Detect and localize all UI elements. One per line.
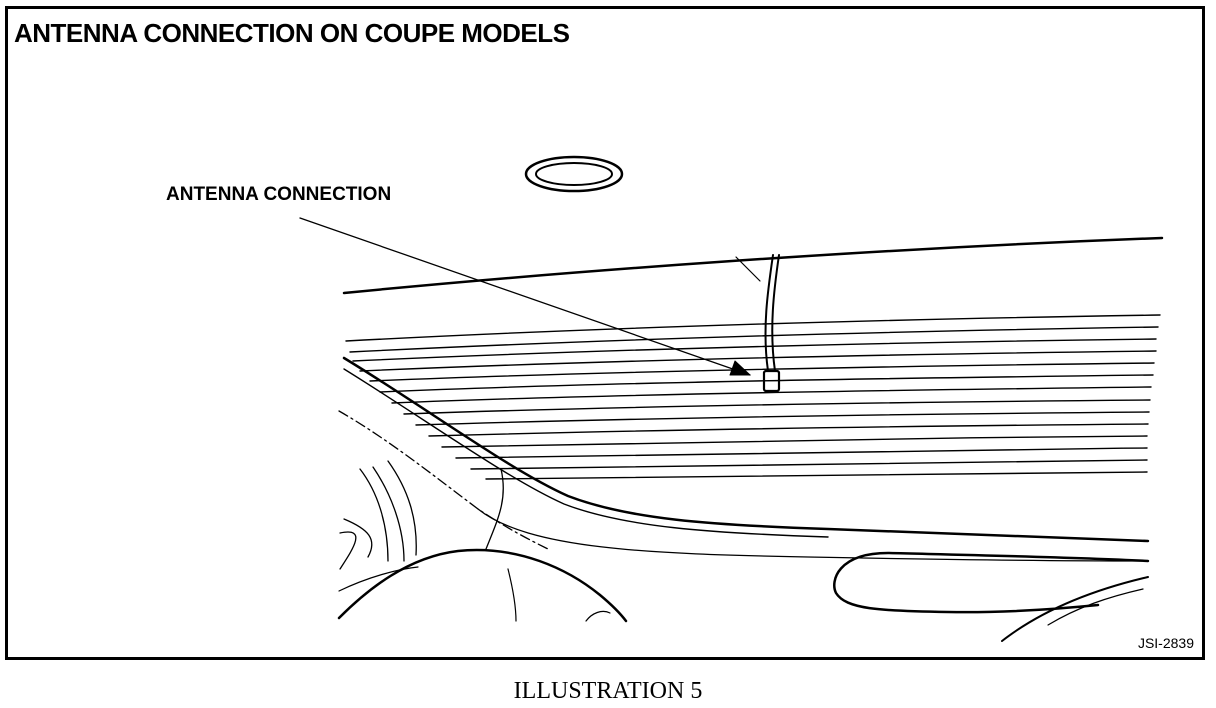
illustration-caption: ILLUSTRATION 5 (513, 678, 703, 704)
antenna-connection-callout: ANTENNA CONNECTION (166, 184, 392, 205)
rear-window-line-drawing (299, 155, 1164, 642)
figure-code: JSI-2839 (1137, 635, 1194, 651)
deck-lid-edge (342, 356, 1150, 543)
antenna-lead-wire (735, 254, 780, 372)
stop-lamp-ellipse (524, 155, 624, 193)
rear-fender-contour (337, 548, 628, 623)
tail-lamp-lobe (833, 551, 1150, 642)
illustration-frame: ANTENNA CONNECTION ON COUPE MODELS (5, 6, 1205, 660)
body-side-contours (338, 410, 1149, 570)
defroster-grid-lines (345, 314, 1161, 480)
roof-edge-line (342, 236, 1164, 295)
illustration-title: ANTENNA CONNECTION ON COUPE MODELS (14, 18, 570, 48)
